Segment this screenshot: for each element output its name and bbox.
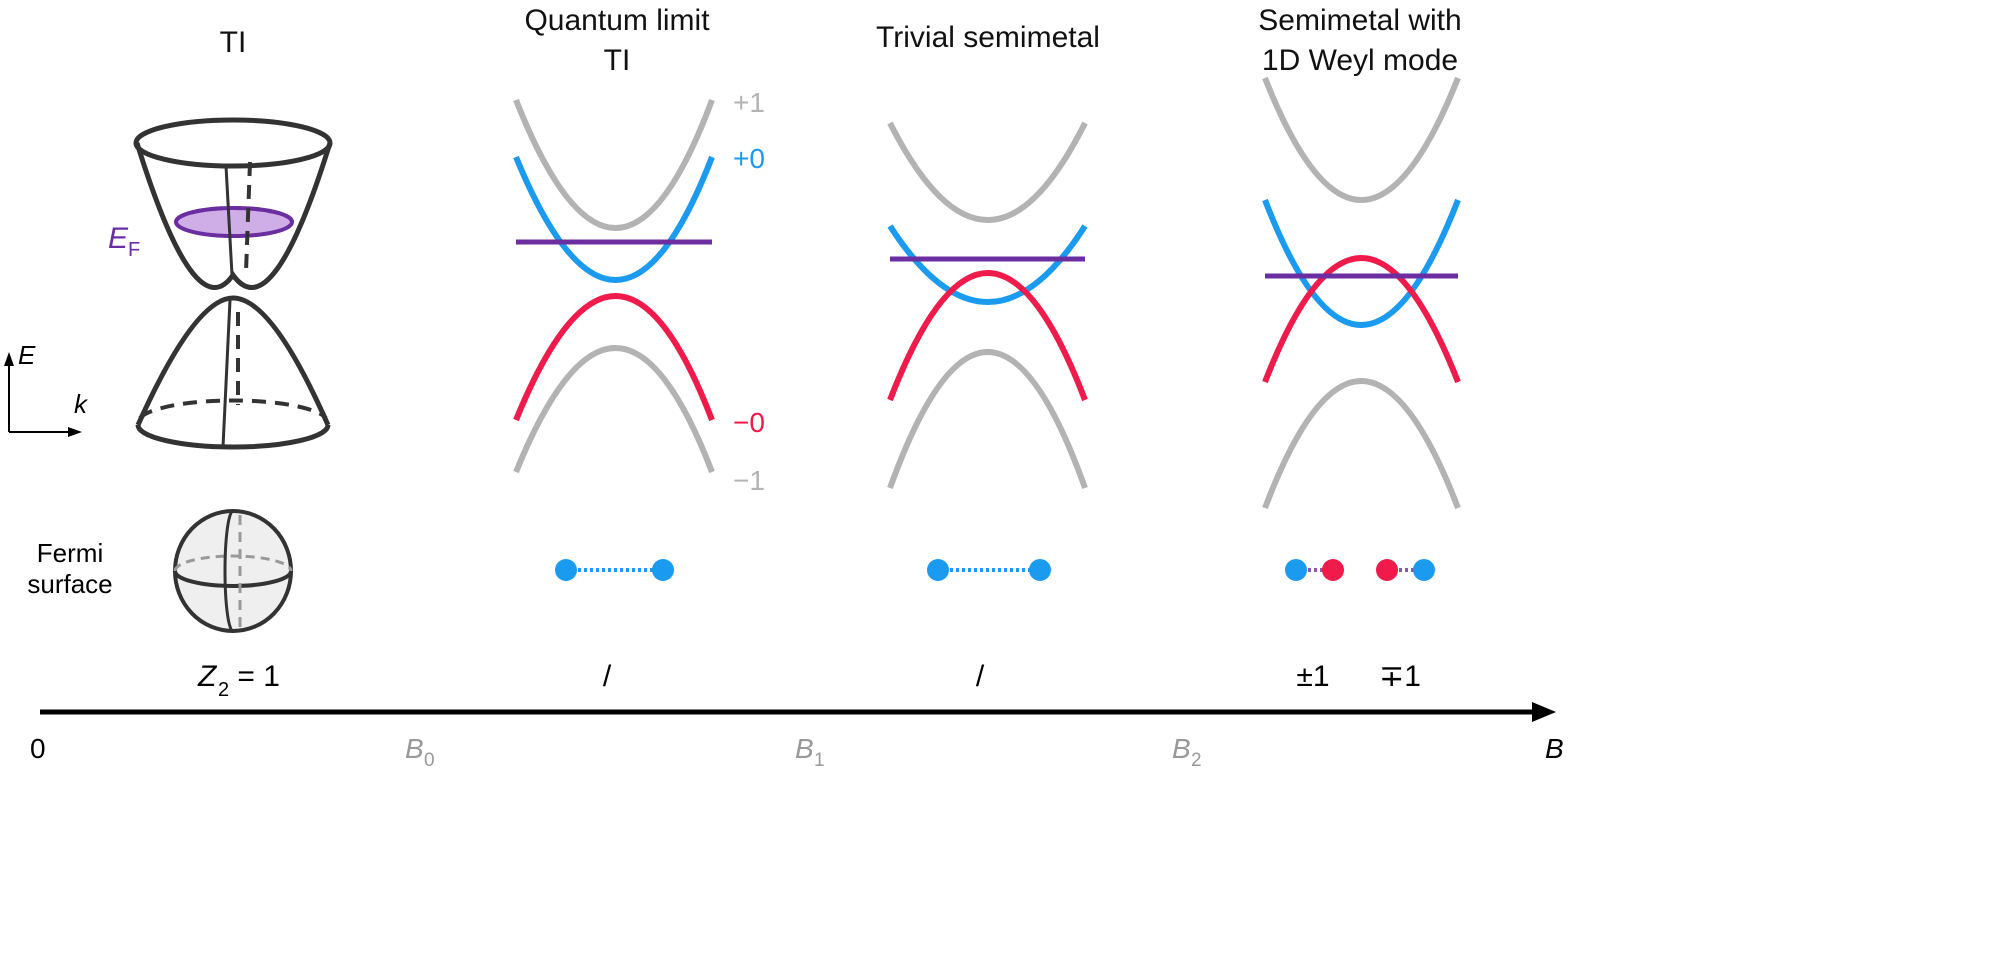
band-plus-1 [513, 98, 715, 231]
fermi-level-subscript: F [128, 239, 140, 261]
fermi-surface-label-line1: Fermi [37, 538, 103, 568]
band-plus-0 [513, 155, 715, 283]
invariant-trivial: / [976, 660, 985, 693]
z2-subscript: 2 [218, 679, 229, 701]
arrowhead-icon [1532, 702, 1556, 722]
tick-b0-sub: 0 [424, 750, 435, 771]
title-weyl-line1: Semimetal with [1258, 4, 1461, 37]
tick-b2: B [1172, 733, 1191, 764]
z2-symbol: Z [197, 660, 218, 693]
label-plus-0: +0 [733, 143, 765, 174]
title-weyl-line2: 1D Weyl mode [1262, 44, 1458, 77]
z2-value: = 1 [229, 660, 280, 693]
tick-b: B [1545, 733, 1564, 764]
bands-quantum-limit: +1 +0 −0 −1 [513, 87, 765, 496]
band-minus-0 [513, 293, 715, 422]
label-minus-1: −1 [733, 465, 765, 496]
label-plus-1: +1 [733, 87, 765, 118]
title-trivial-semimetal: Trivial semimetal [876, 21, 1100, 54]
tick-zero: 0 [30, 733, 46, 764]
label-minus-0: −0 [733, 407, 765, 438]
fermi-level-label: E [108, 222, 129, 255]
ek-axes-inset: E k [4, 340, 89, 437]
tick-b2-sub: 2 [1191, 750, 1202, 771]
energy-axis-label: E [18, 340, 36, 370]
fermi-surface-label-line2: surface [27, 569, 112, 599]
tick-b0: B [405, 733, 424, 764]
invariant-quantum-limit: / [603, 660, 612, 693]
ti-conduction-cone: E F [108, 117, 333, 290]
fermi-points-trivial [927, 559, 1051, 581]
invariant-z2: Z 2 = 1 [197, 660, 280, 701]
invariant-weyl-left: ±1 [1296, 660, 1329, 693]
title-quantum-limit-line2: TI [604, 44, 631, 77]
fermi-sphere [173, 509, 293, 633]
bands-weyl-semimetal [1262, 76, 1461, 510]
field-axis [40, 702, 1556, 722]
tick-b1: B [795, 733, 814, 764]
ti-valence-cone [135, 295, 331, 450]
momentum-axis-label: k [74, 389, 89, 419]
weyl-points [1285, 559, 1435, 581]
fermi-points-quantum-limit [555, 559, 674, 581]
tick-b1-sub: 1 [814, 750, 825, 771]
bands-trivial-semimetal [887, 121, 1088, 490]
invariant-weyl-right: ∓1 [1379, 660, 1421, 693]
band-minus-1 [513, 345, 715, 474]
title-quantum-limit-line1: Quantum limit [524, 4, 710, 37]
title-ti: TI [220, 26, 247, 59]
